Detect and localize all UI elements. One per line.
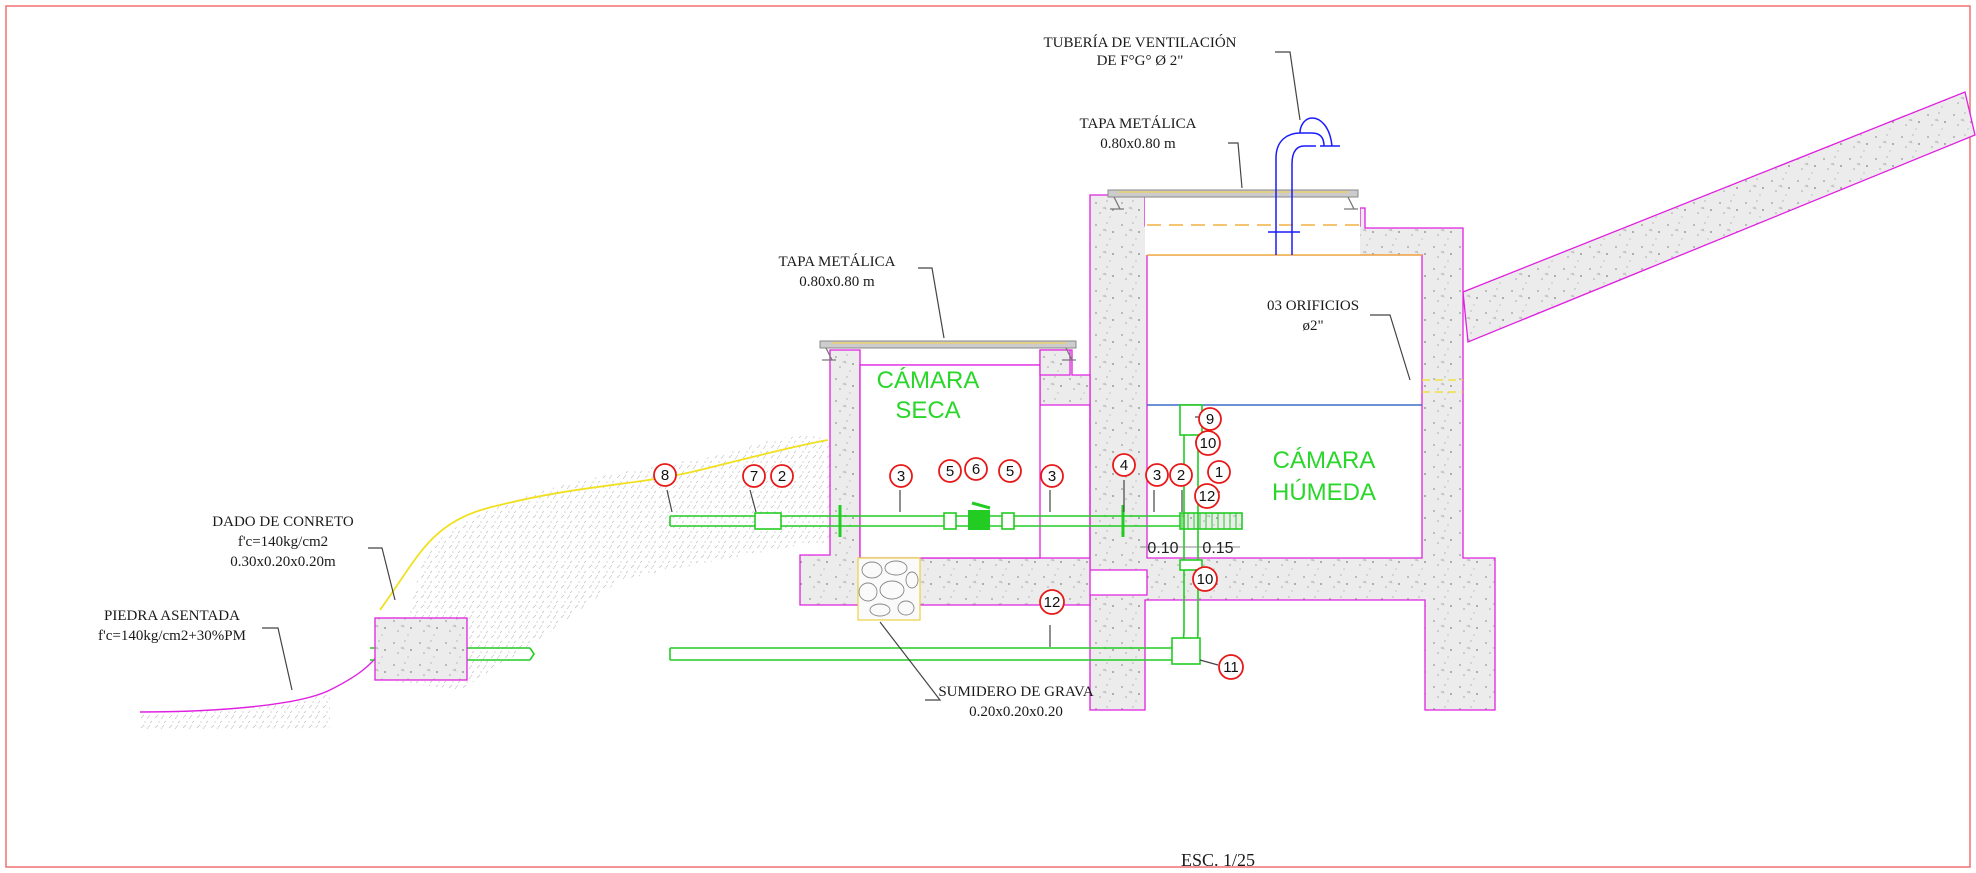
svg-text:3: 3: [897, 468, 905, 485]
orifices: [1422, 379, 1463, 393]
svg-text:8: 8: [661, 467, 669, 484]
svg-text:5: 5: [1006, 463, 1014, 480]
tapa-left-label-1: TAPA METÁLICA: [778, 253, 895, 270]
callout-2a: 2: [770, 464, 794, 488]
svg-text:12: 12: [1199, 488, 1216, 505]
sheet-border: [5, 5, 1971, 868]
inclined-slab: [1462, 91, 1976, 343]
callout-4: 4: [1112, 453, 1136, 477]
tapa-left-label-2: 0.80x0.80 m: [799, 274, 875, 290]
camara-seca-label-1: CÁMARA: [877, 367, 980, 394]
svg-text:2: 2: [778, 468, 786, 485]
ground-line: [379, 439, 829, 611]
svg-text:11: 11: [1223, 659, 1239, 676]
callout-3b: 3: [1040, 464, 1064, 488]
svg-text:2: 2: [1177, 467, 1185, 484]
concrete-block: [374, 617, 468, 681]
orificios-label-2: ø2": [1302, 318, 1323, 334]
dimension-010: 0.10: [1147, 540, 1178, 557]
tapa-right-label-1: TAPA METÁLICA: [1079, 115, 1196, 132]
svg-text:3: 3: [1153, 467, 1161, 484]
vent-label-1: TUBERÍA DE VENTILACIÓN: [1043, 34, 1236, 51]
orificios-label-1: 03 ORIFICIOS: [1267, 298, 1359, 314]
piedra-label-2: f'c=140kg/cm2+30%PM: [98, 628, 246, 644]
callout-3c: 3: [1145, 463, 1169, 487]
callout-9: 9: [1198, 407, 1222, 431]
tapa-right-label-2: 0.80x0.80 m: [1100, 136, 1176, 152]
gravel-stones: [858, 560, 919, 617]
lower-ground-line: [139, 651, 381, 713]
metal-lid-left: [819, 340, 1077, 361]
drain-pipe: [370, 404, 1203, 665]
svg-text:6: 6: [972, 461, 980, 478]
callout-5b: 5: [998, 459, 1022, 483]
callout-6: 6: [964, 457, 988, 481]
vent-label-2: DE F°G° Ø 2": [1097, 53, 1184, 69]
gravel-sump: [857, 557, 921, 621]
svg-text:9: 9: [1206, 411, 1214, 428]
piedra-label-1: PIEDRA ASENTADA: [104, 608, 240, 624]
callout-10a: 10: [1195, 430, 1221, 456]
callout-3a: 3: [889, 464, 913, 488]
callout-11: 11: [1218, 654, 1244, 680]
callout-12a: 12: [1194, 483, 1220, 509]
svg-text:10: 10: [1200, 435, 1217, 452]
svg-text:5: 5: [946, 463, 954, 480]
main-pipe: [669, 501, 1243, 537]
leader-lines: [262, 51, 1411, 701]
sumidero-label-1: SUMIDERO DE GRAVA: [938, 684, 1093, 700]
metal-lid-right: [1107, 189, 1359, 210]
callout-7: 7: [742, 464, 766, 488]
svg-text:1: 1: [1215, 464, 1223, 481]
dry-chamber-step: [1039, 349, 1071, 376]
callout-2b: 2: [1169, 463, 1193, 487]
svg-text:7: 7: [750, 468, 758, 485]
dado-label-3: 0.30x0.20x0.20m: [230, 554, 336, 570]
annotation-text: TUBERÍA DE VENTILACIÓN DE F°G° Ø 2" TAPA…: [98, 34, 1376, 870]
svg-text:3: 3: [1048, 468, 1056, 485]
callout-12b: 12: [1039, 589, 1065, 615]
svg-text:4: 4: [1120, 457, 1128, 474]
soil-slope: [380, 435, 830, 690]
svg-text:12: 12: [1044, 594, 1061, 611]
dado-label-2: f'c=140kg/cm2: [238, 534, 328, 550]
sumidero-label-2: 0.20x0.20x0.20: [969, 704, 1063, 720]
camara-seca-label-2: SECA: [895, 397, 960, 424]
ventilation-pipe: [1268, 117, 1340, 255]
camara-humeda-label-1: CÁMARA: [1273, 447, 1376, 474]
lower-ground-hatch: [140, 691, 330, 730]
callout-5a: 5: [938, 459, 962, 483]
dimension-015: 0.15: [1202, 540, 1233, 557]
dado-label-1: DADO DE CONRETO: [212, 514, 354, 530]
scale-label: ESC. 1/25: [1181, 850, 1255, 870]
camara-humeda-label-2: HÚMEDA: [1272, 479, 1376, 506]
callout-10b: 10: [1192, 566, 1218, 592]
svg-text:10: 10: [1197, 571, 1214, 588]
callout-1: 1: [1207, 460, 1231, 484]
callout-8: 8: [653, 463, 677, 487]
